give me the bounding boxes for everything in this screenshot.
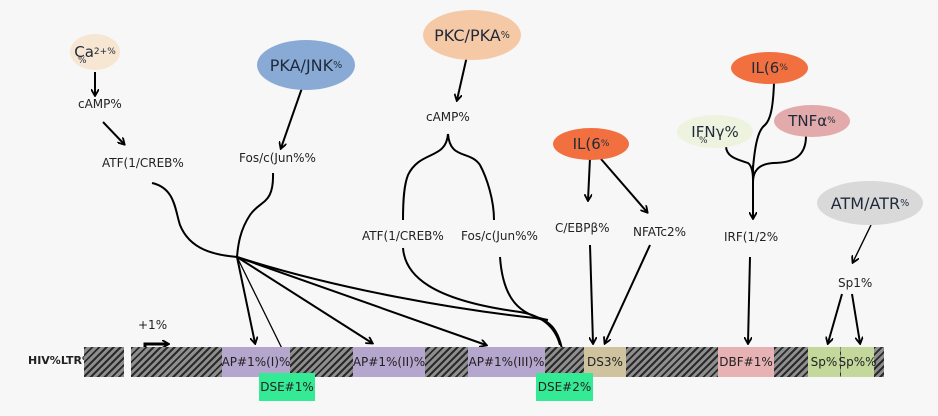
camp-split-right xyxy=(447,133,495,221)
label-sp1: Sp1% xyxy=(838,276,873,290)
hub-to-ap1-i xyxy=(236,256,255,343)
site-ds3-label: DS3% xyxy=(587,355,623,369)
fos-to-hub xyxy=(236,172,275,258)
node-ca-sub: % xyxy=(78,56,87,66)
arrow-sp1-spa xyxy=(828,293,843,343)
node-tnfa: TNFα% xyxy=(774,105,850,137)
label-camp-1: cAMP% xyxy=(78,97,122,111)
node-il6-a: IL(6% xyxy=(553,128,629,160)
node-ca-label: Ca xyxy=(74,43,94,61)
tss-label: +1% xyxy=(138,318,168,332)
site-ap1-iii: AP#1%(III)% xyxy=(468,347,545,377)
node-ifng-label: IFNγ% xyxy=(691,122,739,141)
site-ap1-iii-label: AP#1%(III)% xyxy=(468,355,545,369)
label-atf-creb-2: ATF(1/CREB% xyxy=(362,229,444,243)
hub-to-ap1-iii xyxy=(236,256,486,345)
ltr-track-left xyxy=(84,347,124,377)
node-atm-atr-label: ATM/ATR xyxy=(830,193,901,213)
site-dse1: DSE#1% xyxy=(259,373,315,401)
arrow-pkcpka-camp xyxy=(457,55,468,100)
node-atm-atr: ATM/ATR% xyxy=(817,181,923,225)
node-ifng: IFNγ% % xyxy=(677,115,753,148)
arrow-il6-nfatc2 xyxy=(600,158,647,212)
site-ap1-i: AP#1%(I)% xyxy=(222,347,290,377)
fos2-to-dse2 xyxy=(499,256,549,321)
arrow-atm-sp1 xyxy=(853,224,872,262)
site-ap1-ii: AP#1%(II)% xyxy=(353,347,425,377)
tnfa-stem xyxy=(752,135,807,183)
atf2-to-dse2 xyxy=(402,247,561,346)
arrow-nfatc2-ds3 xyxy=(605,244,651,343)
ifng-stem xyxy=(725,145,754,181)
arrow-irf-dbf1 xyxy=(748,256,750,343)
site-sp-b: Sp%% xyxy=(838,347,877,377)
node-pkc-pka-label: PKC/PKA xyxy=(434,25,501,45)
node-il6-b: IL(6% xyxy=(731,52,808,84)
arrow-il6-cebpb xyxy=(588,157,590,200)
site-ap1-ii-label: AP#1%(II)% xyxy=(352,355,426,369)
atf-to-hub xyxy=(151,182,238,258)
site-dse1-label: DSE#1% xyxy=(260,380,314,394)
arrow-cebpb-ds3 xyxy=(590,244,593,343)
node-ca-sup: 2+% xyxy=(93,47,116,57)
arrow-pkajnk-fos xyxy=(281,87,303,148)
arrow-sp1-spb xyxy=(851,293,860,343)
hiv-ltr-label: HIV%LTR% xyxy=(28,354,94,367)
node-ifng-sub: % xyxy=(699,136,708,146)
label-fos-jun-2: Fos/c(Jun%% xyxy=(461,229,538,243)
label-cebpb: C/EBPβ% xyxy=(555,221,610,235)
node-il6-b-sup: % xyxy=(779,63,788,73)
node-pka-jnk-sup: % xyxy=(333,59,343,71)
node-tnfa-sup: % xyxy=(827,116,836,126)
hub-to-dse2 xyxy=(236,256,564,368)
node-tnfa-label: TNFα xyxy=(788,112,828,130)
node-pka-jnk-label: PKA/JNK xyxy=(269,55,334,75)
node-pka-jnk: PKA/JNK% xyxy=(257,40,355,90)
site-dse2-label: DSE#2% xyxy=(537,380,592,394)
node-il6-a-label: IL(6 xyxy=(572,135,601,153)
site-sp-b-label: Sp%% xyxy=(838,355,877,369)
site-dbf1: DBF#1% xyxy=(718,347,774,377)
site-ap1-i-label: AP#1%(I)% xyxy=(221,355,291,369)
site-ds3: DS3% xyxy=(584,347,626,377)
node-atm-atr-sup: % xyxy=(900,197,910,209)
site-dse2: DSE#2% xyxy=(536,373,593,401)
label-atf-creb-1: ATF(1/CREB% xyxy=(102,156,184,170)
node-pkc-pka-sup: % xyxy=(500,29,510,41)
site-sp-a-label: Sp% xyxy=(810,355,838,369)
label-camp-2: cAMP% xyxy=(426,110,470,124)
hub-to-ap1-ii xyxy=(236,256,372,343)
arrow-camp-atf xyxy=(102,121,124,144)
label-irf: IRF(1/2% xyxy=(724,230,779,244)
label-fos-jun-1: Fos/c(Jun%% xyxy=(239,151,316,165)
il6b-stem xyxy=(752,82,775,169)
node-il6-b-label: IL(6 xyxy=(751,59,780,77)
label-nfatc2: NFATc2% xyxy=(633,225,686,239)
node-il6-a-sup: % xyxy=(600,139,610,149)
site-sp-a: Sp% xyxy=(808,347,840,377)
camp-split-left xyxy=(402,133,449,221)
site-dbf1-label: DBF#1% xyxy=(719,355,773,369)
node-pkc-pka: PKC/PKA% xyxy=(423,10,521,60)
